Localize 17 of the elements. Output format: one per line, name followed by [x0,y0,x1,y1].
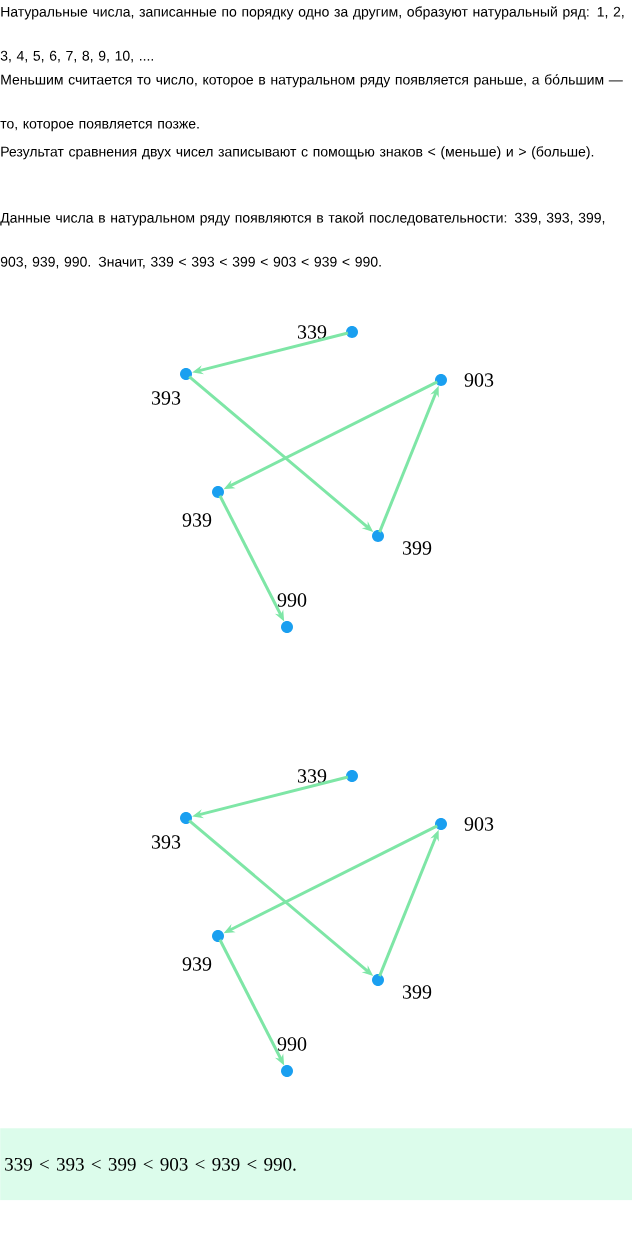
number-label: 939 [182,513,212,527]
paragraph: Результат сравнения двух чисел записывают с помощью знаков < (меньше) и > (больше). [1,146,594,160]
paragraph: Данные числа в натуральном ряду появляются в такой последовательности: 339, 393, 399, 903, 939, 990. Значит, 339 < 393 < 399 < 903 < 939 < 990. [0,212,605,269]
number-label: 399 [402,541,432,555]
number-label: 990 [277,1037,307,1051]
number-label: 903 [464,373,494,387]
answer-band: 339 < 393 < 399 < 903 < 939 < 990. [0,1128,632,1201]
number-label: 939 [182,957,212,971]
number-label: 990 [277,593,307,607]
number-label: 339 [297,325,327,339]
number-label: 393 [151,391,181,405]
paragraph: Натуральные числа, записанные по порядку одно за другим, образуют натуральный ряд: 1, 2, 3, 4, 5, 6, 7, 8, 9, 10, .... [0,6,624,63]
number-label: 339 [297,769,327,783]
number-label: 903 [464,817,494,831]
number-label: 393 [151,835,181,849]
paragraph: Меньшим считается то число, которое в натуральном ряду появляется раньше, а бо́льшим — то, которое появляется позже. [0,74,623,132]
number-label: 399 [402,985,432,999]
